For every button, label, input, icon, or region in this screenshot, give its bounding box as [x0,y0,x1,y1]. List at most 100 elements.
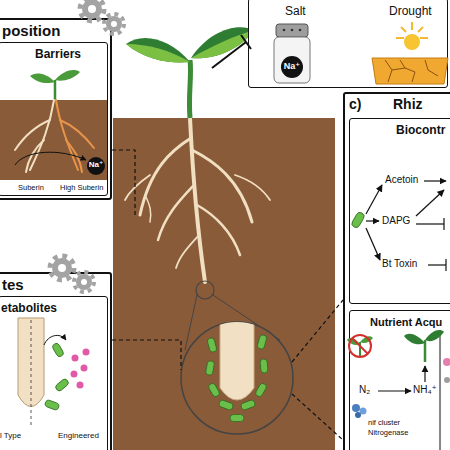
pathway-arrow [416,190,444,216]
zoom-line [185,295,197,350]
ion-symbol: Na⁺ [281,62,303,72]
lateral-root [192,150,252,222]
soil-crack [385,60,438,82]
lateral-root [197,205,240,255]
inhibition-line [212,42,246,68]
bacteria [205,334,268,421]
drought-icon [372,22,448,84]
plant-leaf [360,336,373,343]
panel-box: c)RhizBiocontrNutrient Acqu [343,92,450,450]
gear-icon [74,272,94,292]
root-tip [18,318,44,407]
panel-box: positionBarriers [0,18,112,200]
exudate-arrow [44,335,66,345]
gear-teeth [50,256,74,280]
soil-block [113,118,335,450]
enzyme-blob [352,404,360,412]
nitrogenase-cluster [352,404,367,418]
strain-label: Engineered [58,432,99,441]
shaker-cap [276,24,308,37]
bacterium [230,415,244,422]
pathway-arrow [424,180,446,181]
panel-box: tesetabolites [0,272,112,450]
shaker-hole [283,29,286,32]
main-root [190,118,205,282]
lateral-root [235,175,270,200]
gear-hole [111,21,117,27]
plant-leaf [425,330,444,341]
inhibition-cap [443,218,444,230]
lateral-root [176,235,199,268]
subpanel-heading: Biocontr [396,124,445,137]
bacterium [260,359,268,374]
uptake-arrow [424,366,425,382]
mini-root [26,140,44,172]
gear-body [76,274,92,290]
stress-panel: SaltDrought [248,0,448,88]
panel-heading: c) [349,97,361,112]
lateral-root [158,185,194,240]
sun-ray [420,37,428,39]
barrier-illustration [0,70,107,180]
gear-body [82,0,102,19]
molecule-label: NH₄⁺ [413,384,437,395]
conversion-arrow [378,390,411,391]
suberin-label: High Suberin [60,184,103,192]
mini-root [30,100,54,170]
biocontrol-illustration [351,181,446,271]
zoom-callout [181,281,293,434]
gear-body [106,16,122,32]
shaker-hole [299,29,302,32]
metabolite-dots [71,349,90,389]
bacterium [44,399,60,410]
lateral-root [140,138,191,215]
leader-line [292,300,343,362]
shaker-body [274,37,310,83]
bacterium [240,399,256,410]
subpanel-box: Barriers [0,42,108,196]
enzyme-label: Nitrogenase [368,429,408,437]
bacterium [205,360,214,375]
stress-label: Salt [285,5,306,18]
metabolite-dot [72,355,79,362]
sun-ray [401,27,406,32]
nutrient-illustration [347,330,450,450]
mini-soil [0,100,107,180]
bacterium [207,337,217,352]
metabolite-label: Acetoin [385,174,418,185]
root-tip [220,318,254,400]
lateral-root [145,195,151,222]
subpanel-heading: Nutrient Acqu [370,316,442,328]
leader-lines [112,150,343,440]
inhibition-bar [212,35,251,68]
subpanel-heading: etabolites [1,302,57,315]
divider-line [31,320,32,428]
leader-line [112,340,181,370]
leaf [191,27,254,58]
mini-leaf [55,70,80,81]
pathway-arrow [366,220,379,221]
subpanel-heading: Barriers [35,48,81,61]
gear-teeth [80,0,104,21]
leaf-highlight [191,30,254,58]
leader-line [112,150,135,215]
enzyme-blob [360,408,367,415]
gear-teeth [104,14,124,34]
prohibition-sign [349,335,371,357]
gear-hole [88,5,96,13]
bacterium [218,399,234,410]
leader-line [292,394,343,440]
plant-leaf [404,334,425,345]
enzyme-blob [355,412,361,418]
gene-label: nif cluster [368,419,400,427]
gear-hole [81,279,87,285]
sun [404,34,420,50]
bacterium [54,378,69,392]
ion-circle [281,56,303,78]
bacterium [351,211,366,229]
bacterium [51,342,64,358]
mini-root [56,100,78,170]
inhibition-cap [241,35,251,49]
salt-shaker [274,24,310,83]
gear-body [52,258,72,278]
